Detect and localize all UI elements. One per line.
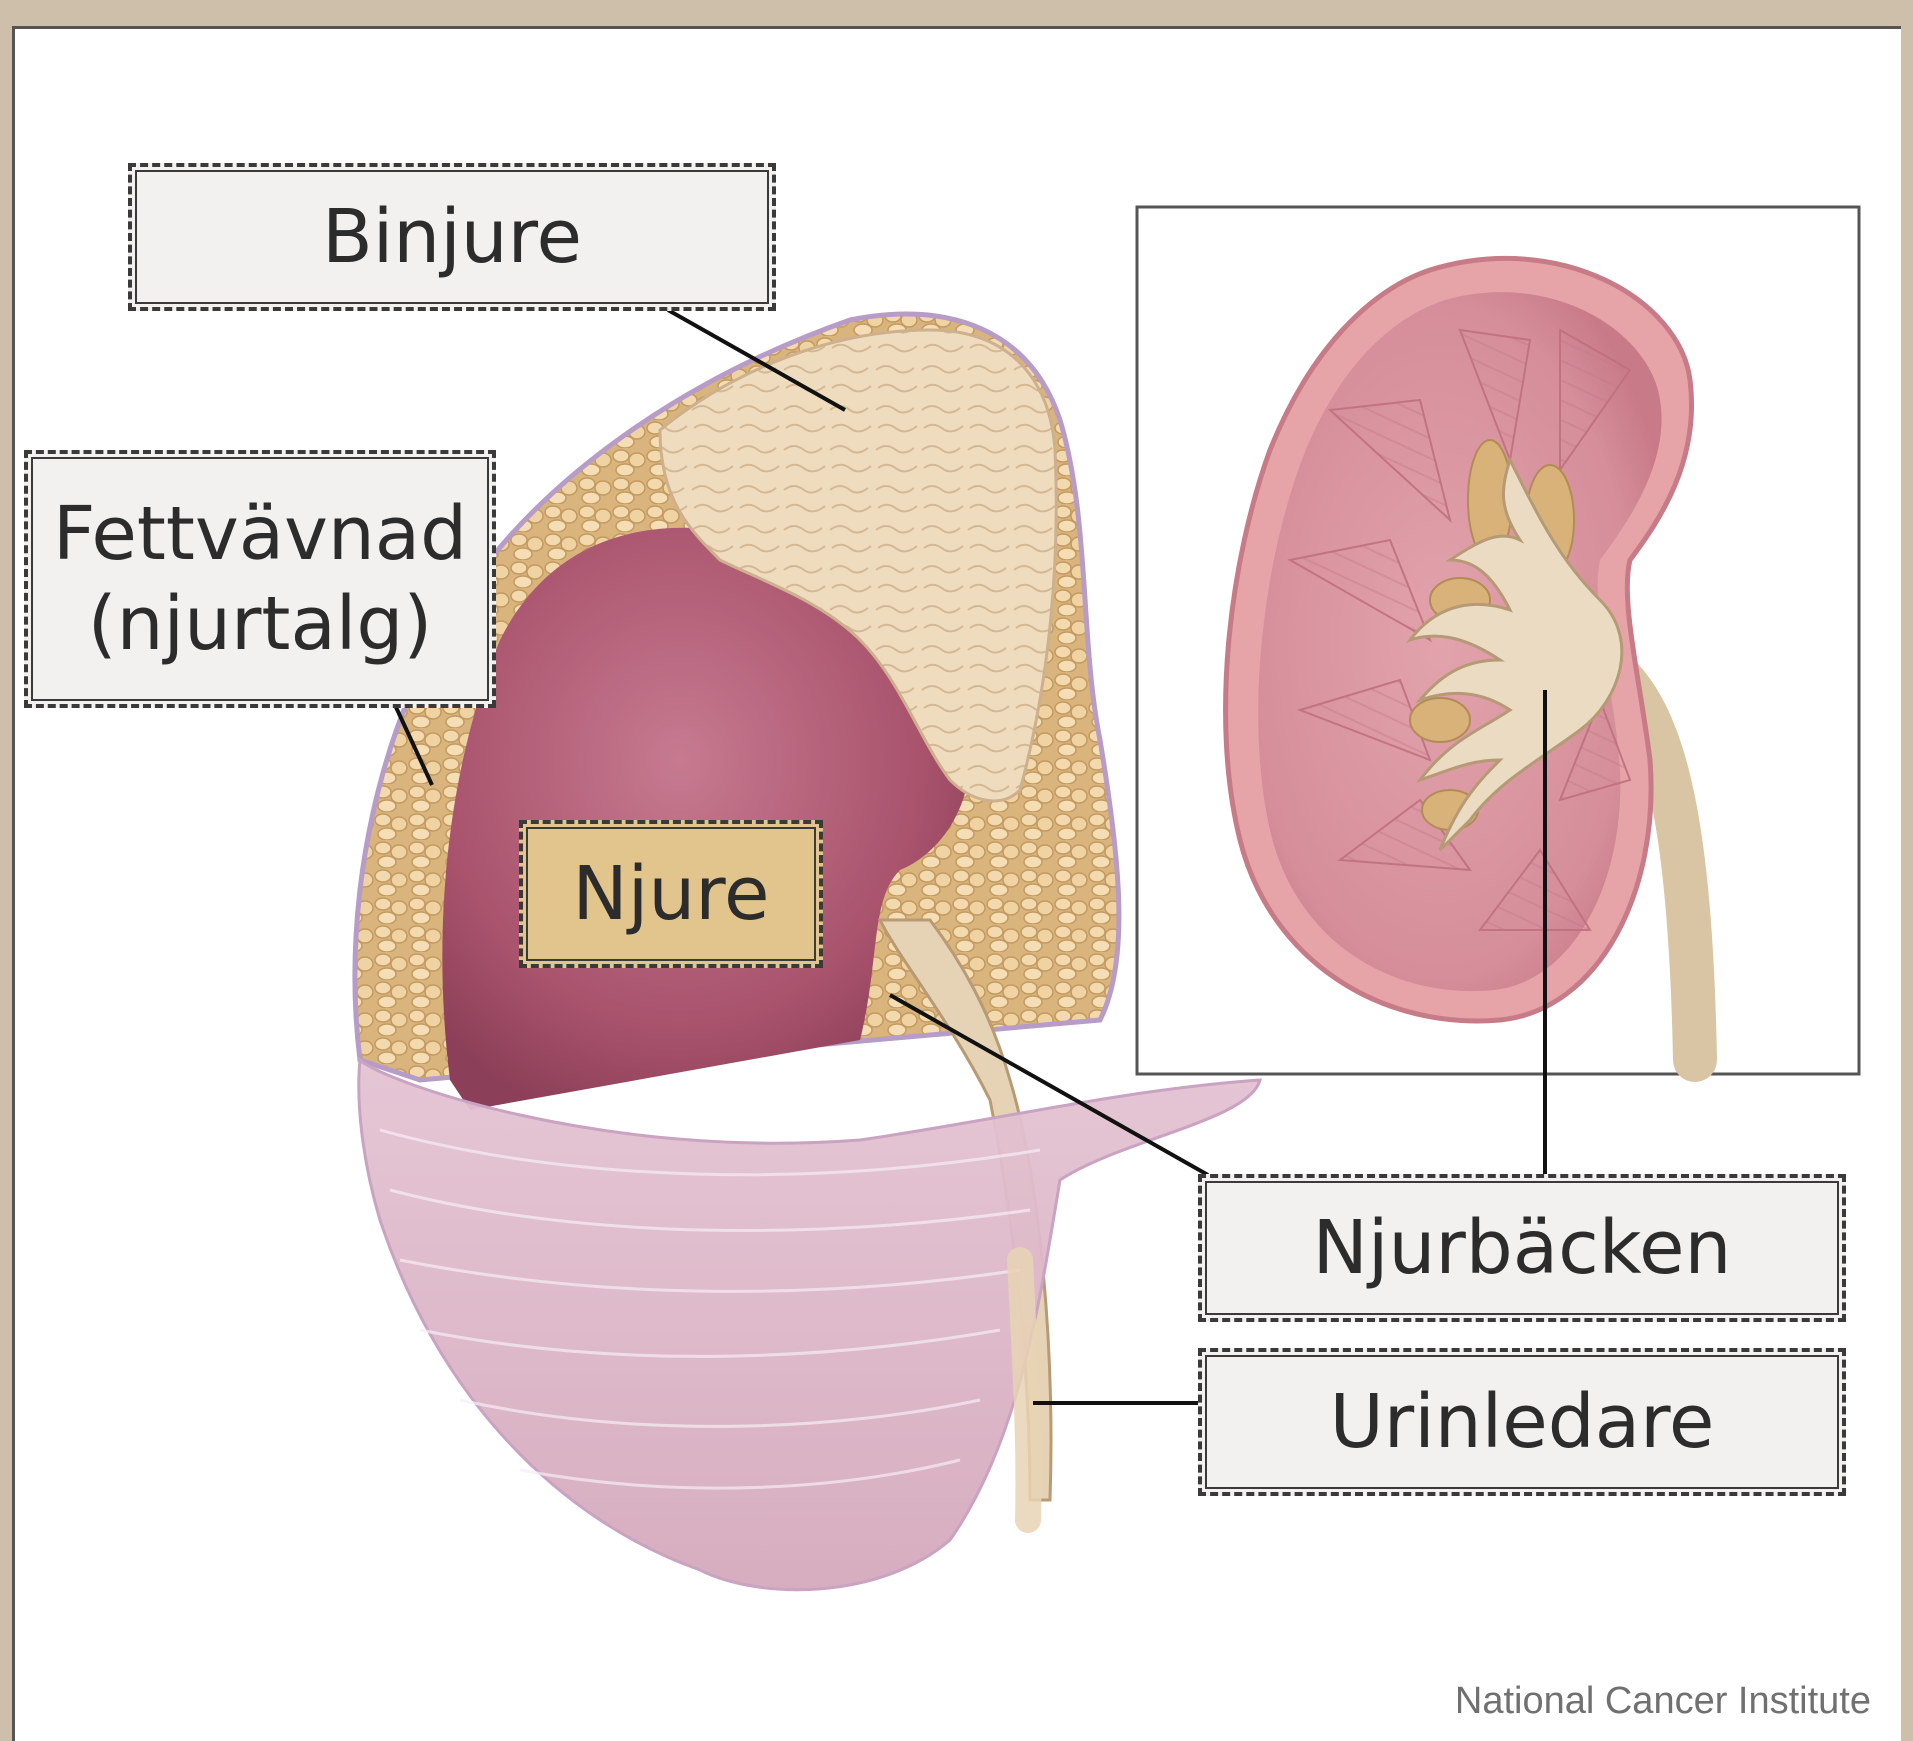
label-urinledare-text: Urinledare [1330,1377,1715,1467]
credit-text: National Cancer Institute [1455,1680,1871,1723]
label-njure: Njure [519,820,823,968]
ureter [1020,1260,1028,1520]
kidney-cross-section-inset [1137,207,1859,1074]
label-binjure-text: Binjure [322,192,582,282]
label-fettvavnad: Fettvävnad (njurtalg) [24,450,496,708]
label-njurbacken-text: Njurbäcken [1313,1203,1732,1293]
label-urinledare: Urinledare [1198,1348,1846,1496]
label-fettvavnad-line2: (njurtalg) [88,579,432,669]
label-fettvavnad-line1: Fettvävnad [53,489,467,579]
label-njure-text: Njure [572,849,769,939]
renal-fascia [359,1060,1260,1590]
label-njurbacken: Njurbäcken [1198,1174,1846,1322]
label-binjure: Binjure [128,163,776,311]
